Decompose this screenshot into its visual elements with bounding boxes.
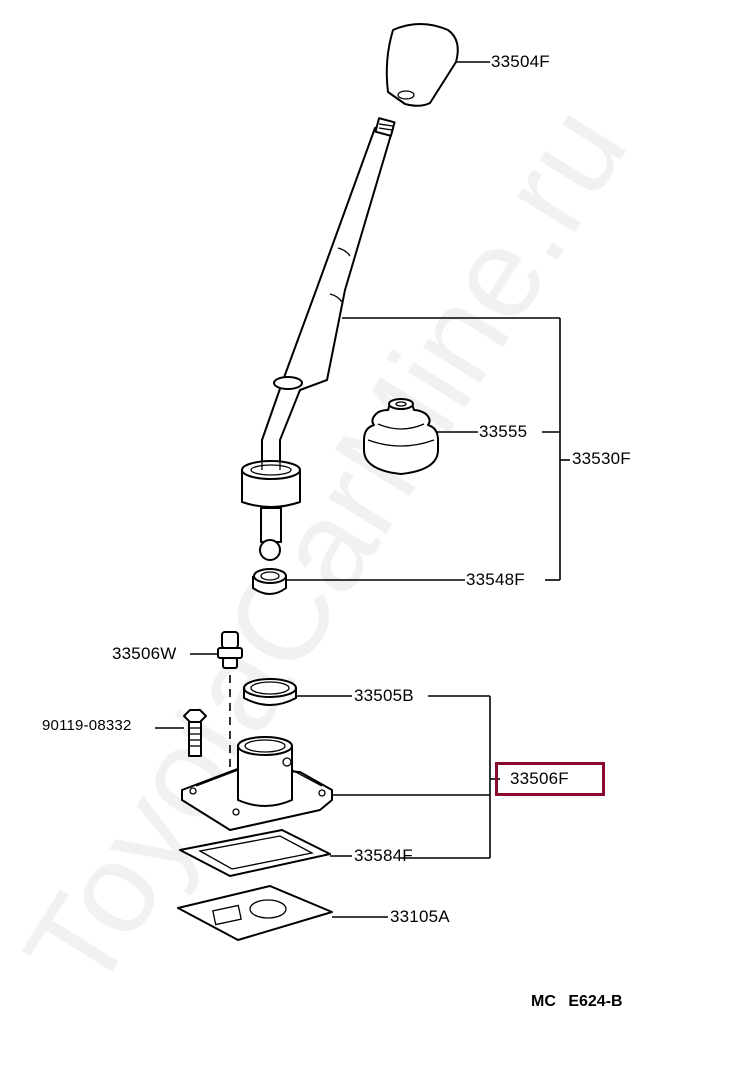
seat-drawing[interactable] (252, 568, 465, 595)
label-33505B[interactable]: 33505B (354, 686, 414, 705)
shift-lever-drawing[interactable] (241, 117, 560, 561)
label-33506W[interactable]: 33506W (112, 644, 177, 663)
cap-drawing[interactable] (243, 678, 352, 706)
shift-knob-drawing[interactable] (385, 23, 490, 107)
pin-drawing[interactable] (190, 631, 243, 790)
retainer-housing-drawing[interactable] (181, 736, 490, 831)
plate-drawing[interactable] (177, 885, 388, 941)
label-33530F[interactable]: 33530F (572, 449, 631, 468)
bracket-33530F (542, 318, 570, 581)
label-33584F[interactable]: 33584F (354, 846, 413, 865)
label-33548F[interactable]: 33548F (466, 570, 525, 589)
highlight-box (495, 762, 605, 796)
label-33555[interactable]: 33555 (479, 422, 528, 441)
diagram-code: MC E624-B (531, 993, 623, 1010)
bolt-drawing[interactable] (155, 709, 207, 757)
label-33506F[interactable]: 33506F (510, 769, 569, 788)
boot-drawing[interactable] (363, 398, 478, 475)
label-90119-08332[interactable]: 90119-08332 (42, 717, 132, 734)
gasket-drawing[interactable] (179, 829, 352, 877)
label-33105A[interactable]: 33105A (390, 907, 450, 926)
bracket-33506F (400, 695, 500, 859)
label-33504F[interactable]: 33504F (491, 52, 550, 71)
